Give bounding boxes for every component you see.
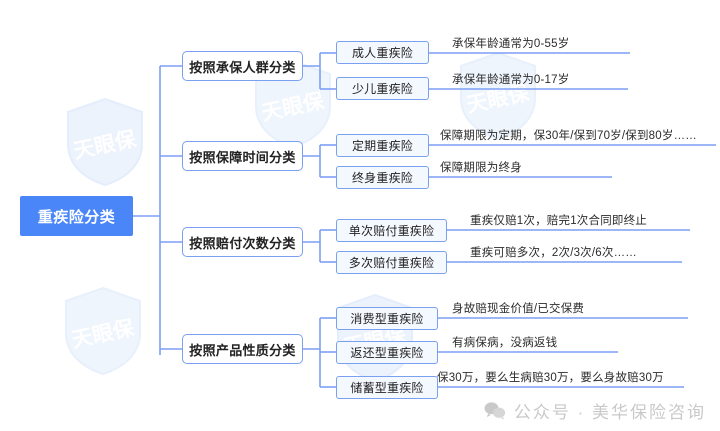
leaf-node-1-1[interactable]: 成人重疾险 bbox=[336, 41, 429, 64]
annotation-4-2: 有病保病，没病返钱 bbox=[452, 337, 558, 349]
annotation-4-1: 身故赔现金价值/已交保费 bbox=[452, 303, 585, 315]
footer-text: 公众号 · 美华保险咨询 bbox=[513, 403, 706, 422]
annotation-2-2: 保障期限为终身 bbox=[440, 162, 522, 174]
watermark-shield-1: 天眼保 bbox=[62, 96, 148, 188]
branch-node-1[interactable]: 按照承保人群分类 bbox=[182, 51, 303, 81]
svg-text:天眼保: 天眼保 bbox=[70, 317, 137, 353]
branch-node-4[interactable]: 按照产品性质分类 bbox=[182, 334, 303, 364]
branch-node-3[interactable]: 按照赔付次数分类 bbox=[182, 227, 303, 257]
leaf-node-4-3[interactable]: 储蓄型重疾险 bbox=[336, 376, 438, 399]
annotation-3-1: 重疾仅赔1次，赔完1次合同即终止 bbox=[470, 215, 647, 227]
annotation-1-1: 承保年龄通常为0-55岁 bbox=[452, 38, 570, 50]
svg-text:天眼保: 天眼保 bbox=[72, 128, 139, 164]
branch-node-2[interactable]: 按照保障时间分类 bbox=[182, 141, 303, 171]
leaf-node-1-2[interactable]: 少儿重疾险 bbox=[336, 77, 429, 100]
annotation-1-2: 承保年龄通常为0-17岁 bbox=[452, 74, 570, 86]
watermark-shield-5: 天眼保 bbox=[332, 292, 418, 384]
leaf-node-3-2[interactable]: 多次赔付重疾险 bbox=[336, 251, 447, 274]
annotation-2-1: 保障期限为定期，保30年/保到70岁/保到80岁…… bbox=[440, 130, 697, 142]
watermark-shield-3: 天眼保 bbox=[455, 50, 541, 142]
watermark-shield-4: 天眼保 bbox=[60, 285, 146, 377]
wechat-icon bbox=[484, 401, 506, 420]
svg-text:天眼保: 天眼保 bbox=[260, 90, 327, 126]
svg-text:天眼保: 天眼保 bbox=[465, 82, 532, 118]
footer-watermark: 公众号 · 美华保险咨询 bbox=[484, 398, 706, 423]
annotation-3-2: 重疾可赔多次，2次/3次/6次…… bbox=[470, 247, 637, 259]
root-node[interactable]: 重疾险分类 bbox=[20, 196, 133, 236]
leaf-node-4-1[interactable]: 消费型重疾险 bbox=[336, 307, 438, 330]
annotation-4-3: 保30万，要么生病赔30万，要么身故赔30万 bbox=[437, 372, 664, 384]
leaf-node-3-1[interactable]: 单次赔付重疾险 bbox=[336, 219, 447, 242]
leaf-node-2-1[interactable]: 定期重疾险 bbox=[336, 134, 429, 157]
leaf-node-4-2[interactable]: 返还型重疾险 bbox=[336, 341, 438, 364]
leaf-node-2-2[interactable]: 终身重疾险 bbox=[336, 166, 429, 189]
